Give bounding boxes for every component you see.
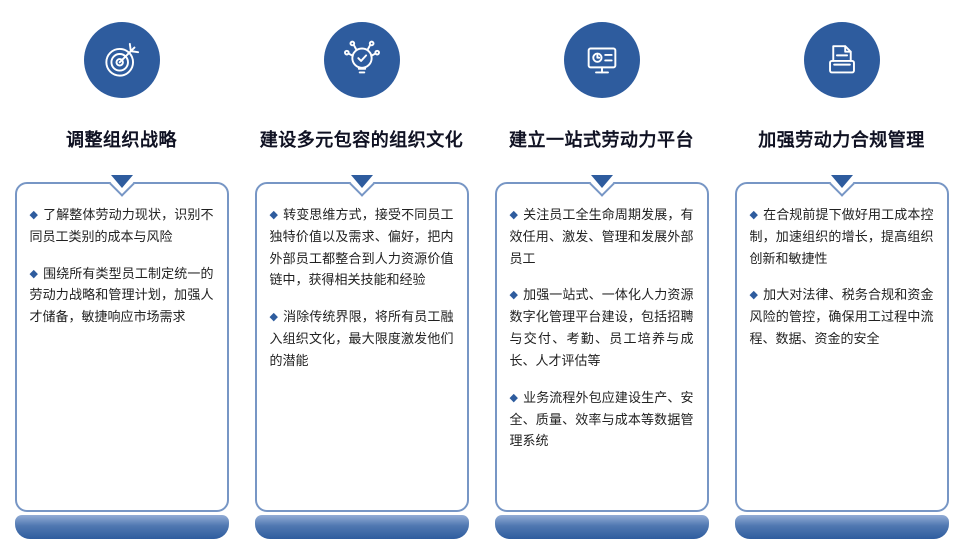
icon-circle xyxy=(323,22,400,98)
bullet-item: ◆转变思维方式，接受不同员工独特价值以及需求、偏好，把内外部员工都整合到人力资源… xyxy=(270,204,454,291)
content-card: ◆了解整体劳动力现状，识别不同员工类别的成本与风险 ◆围绕所有类型员工制定统一的… xyxy=(14,171,229,512)
bullet-list: ◆了解整体劳动力现状，识别不同员工类别的成本与风险 ◆围绕所有类型员工制定统一的… xyxy=(30,204,214,328)
column-compliance-management: 加强劳动力合规管理 ◆在合规前提下做好用工成本控制，加速组织的增长，提高组织创新… xyxy=(734,16,949,550)
diamond-bullet: ◆ xyxy=(509,289,519,302)
bullet-text: 围绕所有类型员工制定统一的劳动力战略和管理计划，加强人才储备，敏捷响应市场需求 xyxy=(29,265,214,325)
base-bar xyxy=(254,515,469,539)
document-tray-icon xyxy=(828,45,855,74)
lightbulb-network-icon xyxy=(343,40,380,74)
bullet-text: 了解整体劳动力现状，识别不同员工类别的成本与风险 xyxy=(29,207,214,244)
bullet-list: ◆转变思维方式，接受不同员工独特价值以及需求、偏好，把内外部员工都整合到人力资源… xyxy=(270,204,454,372)
bullet-item: ◆业务流程外包应建设生产、安全、质量、效率与成本等数据管理系统 xyxy=(510,387,694,452)
column-title: 建设多元包容的组织文化 xyxy=(259,130,464,150)
arrow-down-icon xyxy=(590,175,613,188)
column-inclusive-culture: 建设多元包容的组织文化 ◆转变思维方式，接受不同员工独特价值以及需求、偏好，把内… xyxy=(254,16,469,550)
base-bar xyxy=(734,515,949,539)
bullet-text: 关注员工全生命周期发展，有效任用、激发、管理和发展外部员工 xyxy=(509,207,694,266)
diamond-bullet: ◆ xyxy=(509,391,519,404)
diamond-bullet: ◆ xyxy=(269,311,279,324)
monitor-clock-icon xyxy=(587,47,616,74)
column-title: 调整组织战略 xyxy=(66,130,177,150)
icon-circle xyxy=(563,22,640,98)
diamond-bullet: ◆ xyxy=(269,209,279,221)
bullet-list: ◆在合规前提下做好用工成本控制，加速组织的增长，提高组织创新和敏捷性 ◆加大对法… xyxy=(750,204,934,350)
arrow-down-icon xyxy=(830,175,853,188)
diamond-bullet: ◆ xyxy=(29,209,39,221)
base-bar xyxy=(494,515,709,539)
bullet-item: ◆了解整体劳动力现状，识别不同员工类别的成本与风险 xyxy=(30,204,214,248)
bullet-text: 转变思维方式，接受不同员工独特价值以及需求、偏好，把内外部员工都整合到人力资源价… xyxy=(269,207,454,288)
bullet-text: 加大对法律、税务合规和资金风险的管控，确保用工过程中流程、数据、资金的安全 xyxy=(749,287,934,347)
icon-circle xyxy=(83,22,160,98)
arrow-down-icon xyxy=(350,175,373,188)
diamond-bullet: ◆ xyxy=(749,289,759,302)
column-title: 加强劳动力合规管理 xyxy=(758,130,925,150)
bullet-item: ◆关注员工全生命周期发展，有效任用、激发、管理和发展外部员工 xyxy=(510,204,694,269)
bullet-item: ◆消除传统界限，将所有员工融入组织文化，最大限度激发他们的潜能 xyxy=(270,306,454,371)
bullet-text: 在合规前提下做好用工成本控制，加速组织的增长，提高组织创新和敏捷性 xyxy=(749,207,934,266)
arrow-down-icon xyxy=(110,175,133,188)
content-card: ◆转变思维方式，接受不同员工独特价值以及需求、偏好，把内外部员工都整合到人力资源… xyxy=(254,171,469,512)
bullet-item: ◆围绕所有类型员工制定统一的劳动力战略和管理计划，加强人才储备，敏捷响应市场需求 xyxy=(30,263,214,328)
bullet-item: ◆加大对法律、税务合规和资金风险的管控，确保用工过程中流程、数据、资金的安全 xyxy=(750,284,934,349)
bullet-item: ◆在合规前提下做好用工成本控制，加速组织的增长，提高组织创新和敏捷性 xyxy=(750,204,934,269)
content-card: ◆在合规前提下做好用工成本控制，加速组织的增长，提高组织创新和敏捷性 ◆加大对法… xyxy=(734,171,949,512)
column-title: 建立一站式劳动力平台 xyxy=(509,130,694,150)
bullet-text: 加强一站式、一体化人力资源数字化管理平台建设，包括招聘与交付、考勤、员工培养与成… xyxy=(509,287,694,368)
bullet-list: ◆关注员工全生命周期发展，有效任用、激发、管理和发展外部员工 ◆加强一站式、一体… xyxy=(510,204,694,452)
diamond-bullet: ◆ xyxy=(509,209,519,221)
column-adjust-strategy: 调整组织战略 ◆了解整体劳动力现状，识别不同员工类别的成本与风险 ◆围绕所有类型… xyxy=(14,16,229,550)
icon-circle xyxy=(803,22,880,98)
diamond-bullet: ◆ xyxy=(749,209,759,221)
bullet-item: ◆加强一站式、一体化人力资源数字化管理平台建设，包括招聘与交付、考勤、员工培养与… xyxy=(510,284,694,371)
target-dart-icon xyxy=(104,42,139,77)
diamond-bullet: ◆ xyxy=(29,267,39,280)
content-card: ◆关注员工全生命周期发展，有效任用、激发、管理和发展外部员工 ◆加强一站式、一体… xyxy=(494,171,709,512)
bullet-text: 消除传统界限，将所有员工融入组织文化，最大限度激发他们的潜能 xyxy=(269,309,454,368)
base-bar xyxy=(14,515,229,539)
bullet-text: 业务流程外包应建设生产、安全、质量、效率与成本等数据管理系统 xyxy=(509,389,694,449)
column-workforce-platform: 建立一站式劳动力平台 ◆关注员工全生命周期发展，有效任用、激发、管理和发展外部员… xyxy=(494,16,709,550)
